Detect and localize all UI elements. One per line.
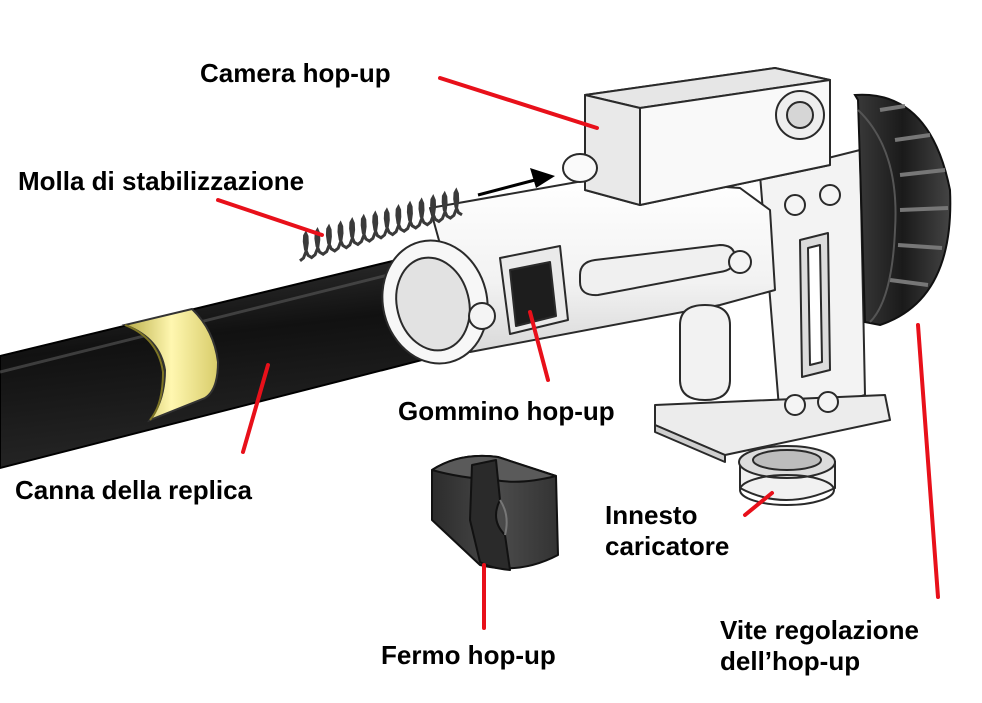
label-gommino-hop-up: Gommino hop-up <box>398 396 615 426</box>
leader-gommino <box>528 310 550 382</box>
leader-innesto <box>743 491 774 517</box>
label-molla-stabilizzazione: Molla di stabilizzazione <box>18 166 305 196</box>
magazine-socket <box>738 445 836 506</box>
leader-vite <box>916 323 940 599</box>
leader-molla <box>216 198 324 237</box>
leader-canna <box>241 363 270 454</box>
leader-camera <box>438 76 599 130</box>
label-innesto-caricatore: Innesto caricatore <box>605 500 729 561</box>
hop-up-body <box>381 67 891 463</box>
label-vite-regolazione: Vite regolazione dell’hop-up <box>720 615 919 676</box>
label-vite-line2: dell’hop-up <box>720 645 861 676</box>
label-innesto-line1: Innesto <box>605 500 698 530</box>
label-fermo-hop-up: Fermo hop-up <box>381 640 556 670</box>
stabilization-spring <box>299 187 463 262</box>
label-canna-replica: Canna della replica <box>15 475 252 505</box>
barrel-band <box>121 307 220 423</box>
leader-lines <box>216 76 940 630</box>
label-vite-line1: Vite regolazione <box>720 615 919 645</box>
hop-up-retainer <box>431 454 559 571</box>
direction-arrow <box>477 168 555 197</box>
adjustment-wheel <box>853 93 952 327</box>
label-camera-hop-up: Camera hop-up <box>200 58 391 88</box>
label-innesto-line2: caricatore <box>605 530 730 561</box>
